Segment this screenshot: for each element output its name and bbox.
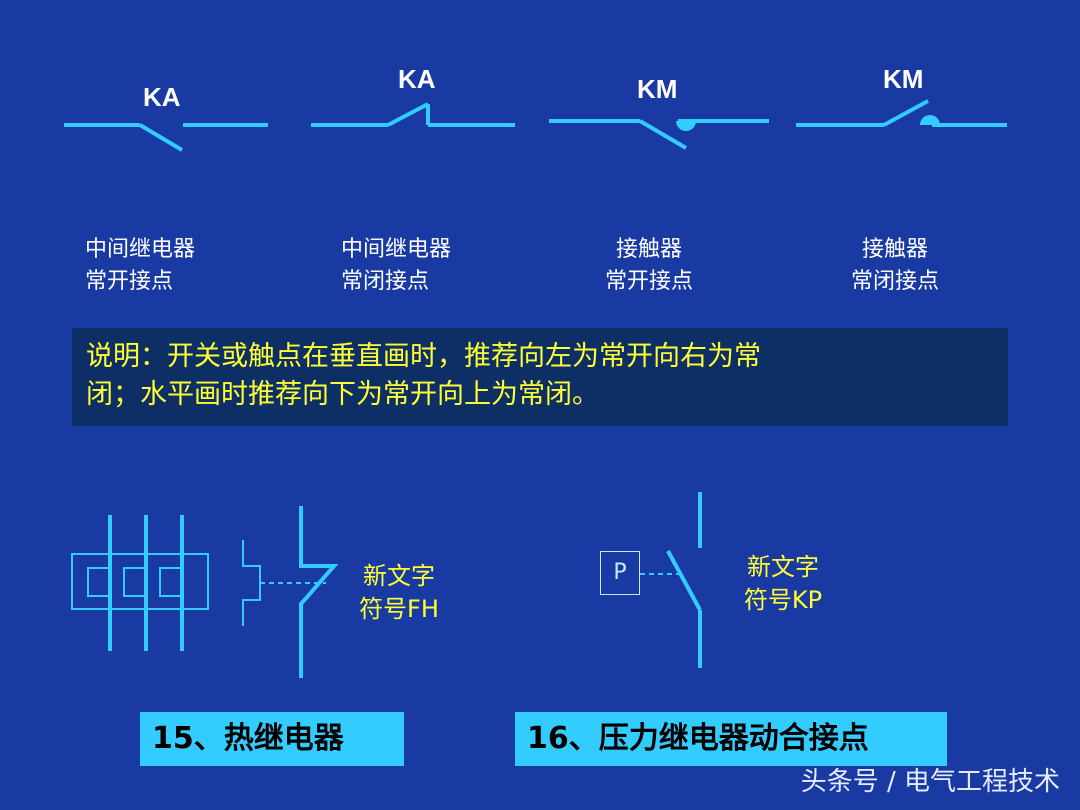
pressure-relay-contact xyxy=(666,492,702,668)
symbol-code-ka-closed: KA xyxy=(398,64,436,94)
symbol-code-km-open: KM xyxy=(637,74,678,104)
explanation-note: 说明：开关或触点在垂直画时，推荐向左为常开向右为常 闭；水平画时推荐向下为常开向… xyxy=(72,328,1008,426)
ka-normally-closed-contact xyxy=(311,102,515,127)
pressure-sensor-box: P xyxy=(600,551,640,595)
pressure-new-symbol-label: 新文字 符号KP xyxy=(743,553,823,614)
symbol-code-km-closed: KM xyxy=(883,64,924,94)
symbol-code-ka-open: KA xyxy=(143,82,181,112)
thermal-relay-enclosure xyxy=(71,553,209,610)
caption-km-closed: 接触器 常闭接点 xyxy=(850,237,939,294)
thermal-relay-heating-elements xyxy=(108,515,184,651)
thermal-actuator-mark xyxy=(242,540,326,626)
thermal-new-symbol-label: 新文字 符号FH xyxy=(359,562,439,623)
caption-ka-closed: 中间继电器 常闭接点 xyxy=(341,237,452,294)
note-line-2: 闭；水平画时推荐向下为常开向上为常闭。 xyxy=(86,379,599,410)
thermal-relay-contact xyxy=(299,506,339,678)
thermal-relay-title: 15、热继电器 xyxy=(140,712,404,766)
ka-normally-open-contact xyxy=(64,123,268,152)
km-normally-closed-contact xyxy=(796,99,1007,127)
note-line-1: 说明：开关或触点在垂直画时，推荐向左为常开向右为常 xyxy=(86,341,761,372)
watermark: 头条号 / 电气工程技术 xyxy=(800,767,1060,797)
pressure-relay-title: 16、压力继电器动合接点 xyxy=(515,712,947,766)
km-arc-chute-mark xyxy=(676,121,696,131)
caption-km-open: 接触器 常开接点 xyxy=(604,237,693,294)
caption-ka-open: 中间继电器 常开接点 xyxy=(85,237,196,294)
km-normally-open-contact xyxy=(549,119,769,150)
km-arc-chute-mark-closed xyxy=(920,115,940,125)
